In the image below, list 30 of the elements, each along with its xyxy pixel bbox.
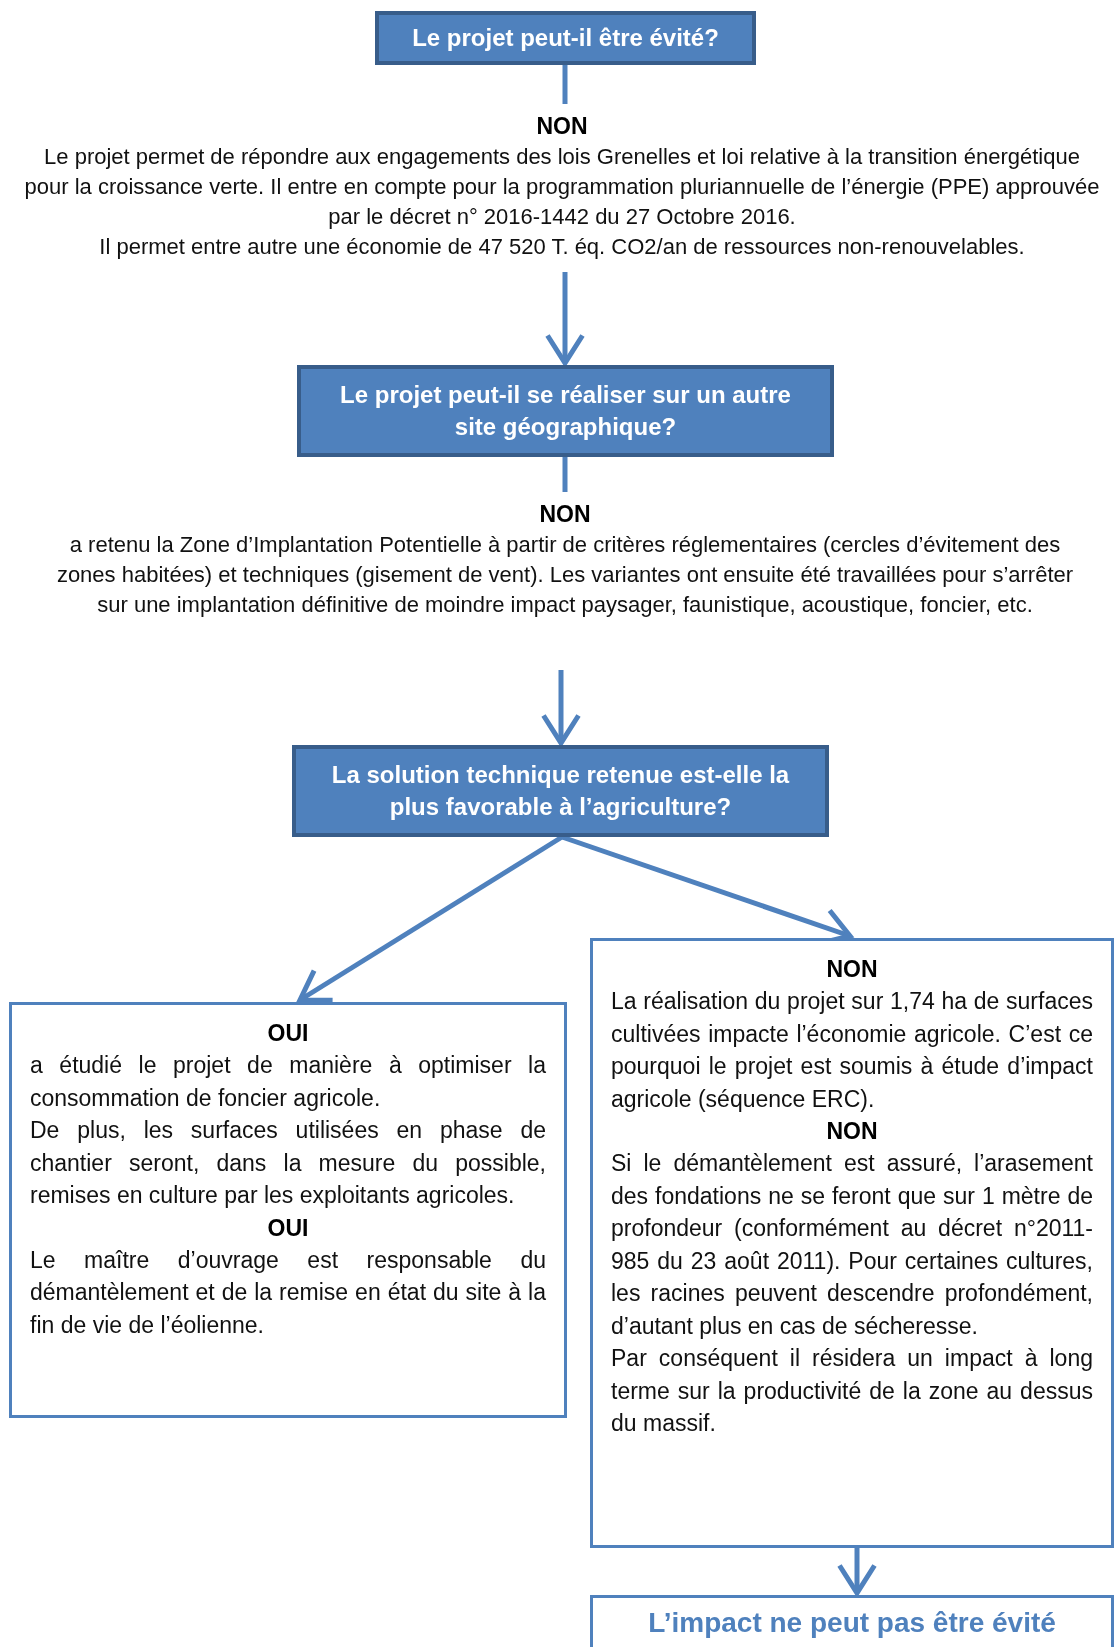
paragraph: Si le démantèlement est assuré, l’arasement des fondations ne se feront que sur 1 mètre de profondeur (conformément au décret n°2011-985 du 23 août 2011). Pour certaines cultures, les racines peuvent descendre profondément, d’autant plus en cas de sécheresse. bbox=[611, 1149, 1093, 1341]
paragraph: a étudié le projet de manière à optimiser la consommation de foncier agricole. bbox=[30, 1051, 546, 1113]
answer-heading: NON bbox=[535, 112, 589, 141]
paragraph: De plus, les surfaces utilisées en phase de chantier seront, dans la mesure du possible, remises en culture par les exploitants agricoles. bbox=[30, 1116, 546, 1210]
arrow bbox=[541, 670, 581, 746]
question-box bbox=[292, 745, 829, 837]
question-text: La solution technique retenue est-elle la plus favorable à l’agriculture? bbox=[330, 760, 791, 822]
paragraph: Il permet entre autre une économie de 47 520 T. éq. CO2/an de ressources non-renouvelables. bbox=[98, 233, 1026, 261]
question-text: L’impact ne peut pas être évité bbox=[648, 1606, 1056, 1639]
question-box bbox=[375, 11, 756, 65]
answer-heading: OUI bbox=[266, 1019, 310, 1048]
paragraph: La réalisation du projet sur 1,74 ha de surfaces cultivées impacte l’économie agricole. C’est ce pourquoi le projet est soumis à étude d’impact agricole (séquence ERC). bbox=[611, 987, 1093, 1114]
arrow bbox=[837, 1548, 877, 1596]
answer-heading: NON bbox=[825, 1117, 879, 1146]
question-text: Le projet peut-il être évité? bbox=[412, 23, 719, 53]
connector-line bbox=[562, 457, 568, 492]
conclusion-box bbox=[590, 1595, 1114, 1647]
connector-line bbox=[562, 65, 568, 104]
answer-heading: NON bbox=[825, 955, 879, 984]
paragraph: a retenu la Zone d’Implantation Potentielle à partir de critères réglementaires (cercles d’évitement des zones habitées) et techniques (gisement de vent). Les variantes ont ensuite été travaillées pour s’arrêter sur une implantation définitive de moindre impact paysager, faunistique, acoustique, foncier, etc. bbox=[55, 531, 1075, 619]
question-text: Le projet peut-il se réaliser sur un autre site géographique? bbox=[339, 380, 792, 442]
question-box bbox=[297, 365, 834, 457]
answer-box bbox=[9, 1002, 567, 1418]
paragraph: Le projet permet de répondre aux engagements des lois Grenelles et loi relative à la transition énergétique pour la croissance verte. Il entre en compte pour la programmation pluriannuelle de l’énergie (PPE) approuvée par le décret n° 2016-1442 du 27 Octobre 2016. bbox=[23, 143, 1101, 231]
answer-box bbox=[590, 938, 1114, 1548]
arrow bbox=[545, 272, 585, 366]
answer-heading: OUI bbox=[266, 1213, 310, 1243]
paragraph: Par conséquent il résidera un impact à long terme sur la productivité de la zone au dessus du massif. bbox=[611, 1344, 1093, 1438]
paragraph: Le maître d’ouvrage est responsable du démantèlement et de la remise en état du site à la fin de vie de l’éolienne. bbox=[30, 1245, 546, 1340]
answer-heading: NON bbox=[538, 500, 592, 529]
